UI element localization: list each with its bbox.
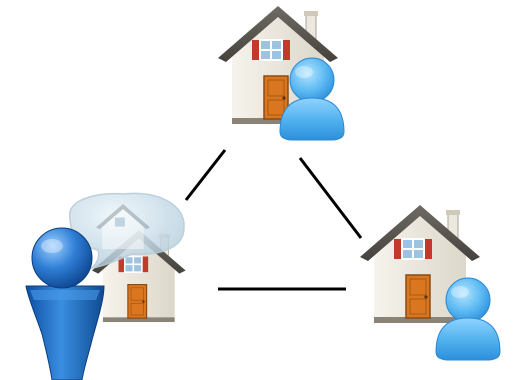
- house-with-user-icon-right: [360, 205, 500, 360]
- link-left-to-top: [186, 150, 225, 200]
- house-with-user-icon-top: [218, 6, 344, 140]
- person-with-house-thought-bubble-icon: [26, 193, 186, 380]
- connection-lines: [186, 150, 361, 289]
- link-top-to-right: [300, 158, 361, 238]
